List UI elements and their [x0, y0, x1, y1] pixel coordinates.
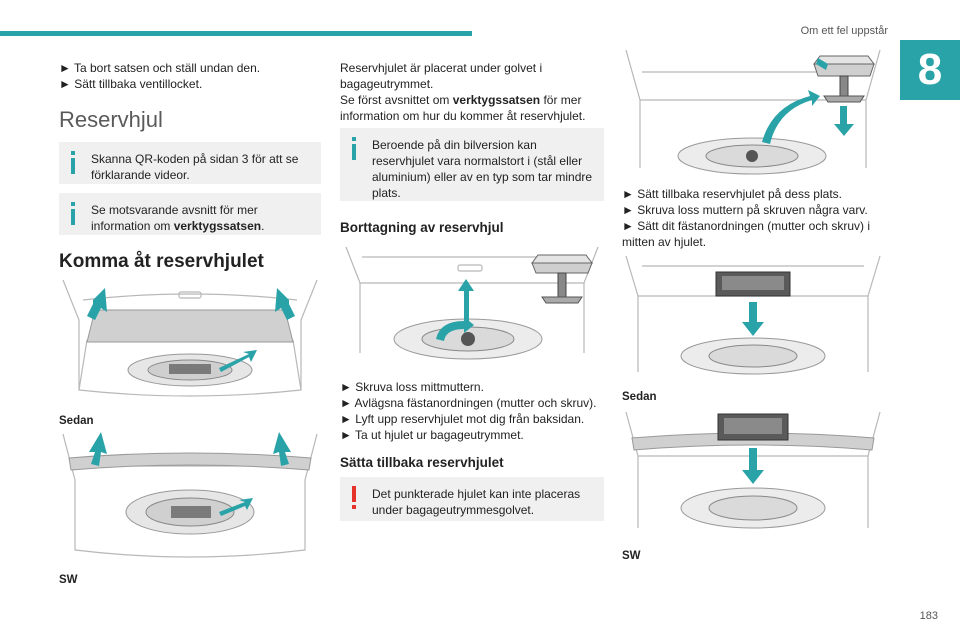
heading-komma-at: Komma åt reservhjulet: [59, 251, 264, 272]
note-toolkit-pre: Se motsvarande avsnitt för mer informati…: [91, 203, 258, 233]
info-icon: [68, 202, 80, 228]
info-note-toolkit: Se motsvarande avsnitt för mer informati…: [59, 193, 321, 235]
note-wheel-type-text: Beroende på din bilversion kan reservhju…: [372, 138, 593, 200]
step-remove-kit: ► Ta bort satsen och ställ undan den.: [59, 61, 261, 75]
info-note-qr: Skanna QR-koden på sidan 3 för att se fö…: [59, 142, 321, 184]
step-take-out-wheel: ► Ta ut hjulet ur bagageutrymmet.: [340, 428, 524, 442]
step-refit-valve-cap: ► Sätt tillbaka ventillocket.: [59, 77, 203, 91]
info-icon: [349, 137, 361, 163]
intro-see-bold: verktygssatsen: [452, 93, 541, 107]
step-refit-wheel: ► Sätt tillbaka reservhjulet på dess pla…: [622, 187, 842, 201]
illustration-refit-sedan: [622, 256, 884, 380]
section-title: Om ett fel uppstår: [800, 25, 888, 37]
illustration-refit-sw: [622, 408, 884, 536]
info-icon: [68, 151, 80, 177]
page-number: 183: [919, 610, 938, 622]
warning-note-punctured: Det punkterade hjulet kan inte placeras …: [340, 477, 604, 521]
warning-text: Det punkterade hjulet kan inte placeras …: [372, 487, 581, 517]
label-sedan-col3: Sedan: [622, 391, 657, 403]
info-note-wheel-type: Beroende på din bilversion kan reservhju…: [340, 128, 604, 201]
note-qr-text: Skanna QR-koden på sidan 3 för att se fö…: [91, 152, 299, 182]
illustration-removal: [340, 243, 604, 361]
heading-satta-tillbaka: Sätta tillbaka reservhjulet: [340, 455, 504, 470]
heading-reservhjul: Reservhjul: [59, 107, 163, 132]
note-toolkit-post: .: [261, 219, 265, 233]
illustration-refit: [622, 50, 884, 178]
step-remove-fixing: ► Avlägsna fästanordningen (mutter och s…: [340, 396, 597, 410]
heading-borttagning: Borttagning av reservhjul: [340, 220, 504, 235]
label-sedan-col1: Sedan: [59, 415, 94, 427]
step-fit-fixing: ► Sätt dit fästanordningen (mutter och s…: [622, 219, 870, 249]
step-unscrew-nut-turns: ► Skruva loss muttern på skruven några v…: [622, 203, 868, 217]
intro-location: Reservhjulet är placerat under golvet i …: [340, 61, 543, 91]
step-unscrew-centre-nut: ► Skruva loss mittmuttern.: [340, 380, 484, 394]
intro-see-pre: Se först avsnittet om: [340, 93, 453, 107]
label-sw-col3: SW: [622, 550, 641, 562]
intro-see-post: för mer information om hur du kommer åt …: [340, 93, 586, 123]
illustration-trunk-sedan: [59, 280, 321, 400]
intro-see-toolkit: Se först avsnittet om verktygssatsen för…: [340, 92, 604, 124]
warning-icon: [349, 486, 361, 512]
header-accent-bar: [0, 31, 472, 36]
label-sw-col1: SW: [59, 574, 78, 586]
note-toolkit-bold: verktygssatsen: [173, 219, 262, 233]
step-lift-wheel: ► Lyft upp reservhjulet mot dig från bak…: [340, 412, 585, 426]
chapter-number-badge: 8: [900, 40, 960, 100]
illustration-trunk-sw: [59, 430, 321, 562]
